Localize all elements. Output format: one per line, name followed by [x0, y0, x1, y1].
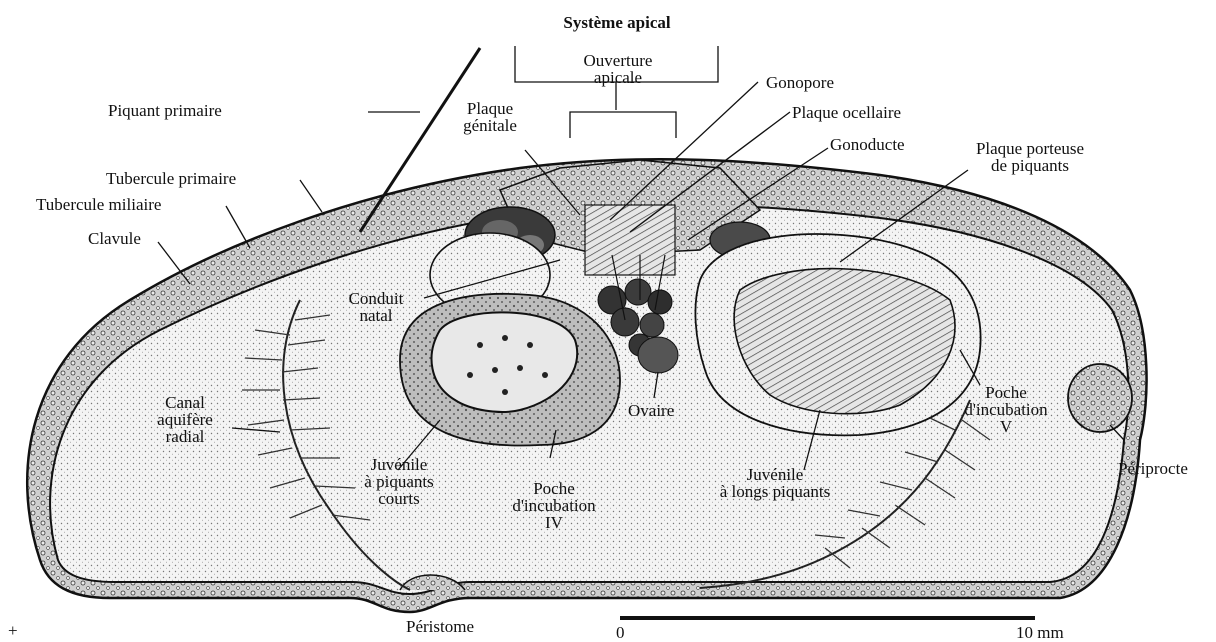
- label-tubercule-miliaire: Tubercule miliaire: [36, 196, 161, 213]
- label-line: IV: [494, 514, 614, 531]
- label-plaque-porteuse: Plaque porteuse de piquants: [950, 140, 1110, 174]
- label-line: Conduit: [328, 290, 424, 307]
- label-conduit-natal: Conduit natal: [328, 290, 424, 324]
- label-line: natal: [328, 307, 424, 324]
- label-line: Canal: [140, 394, 230, 411]
- apical-opening-area: [585, 205, 675, 275]
- label-juvenile-courts: Juvénile à piquants courts: [344, 456, 454, 507]
- label-line: à piquants: [344, 473, 454, 490]
- periproct: [1068, 364, 1132, 432]
- label-systeme-apical: Système apical: [536, 14, 698, 31]
- label-tubercule-primaire: Tubercule primaire: [106, 170, 236, 187]
- label-line: d'incubation: [494, 497, 614, 514]
- label-line: Juvénile: [344, 456, 454, 473]
- label-peristome: Péristome: [406, 618, 474, 635]
- label-plaque-ocellaire: Plaque ocellaire: [792, 104, 901, 121]
- label-line: V: [946, 418, 1066, 435]
- label-line: radial: [140, 428, 230, 445]
- label-line: apicale: [568, 69, 668, 86]
- label-line: d'incubation: [946, 401, 1066, 418]
- label-gonopore: Gonopore: [766, 74, 834, 91]
- label-plaque-genitale: Plaque génitale: [448, 100, 532, 134]
- label-canal-aquifere: Canal aquifère radial: [140, 394, 230, 445]
- label-periprocte: Périprocte: [1118, 460, 1188, 477]
- label-line: Juvénile: [700, 466, 850, 483]
- label-ouverture-apicale: Ouverture apicale: [568, 52, 668, 86]
- label-line: à longs piquants: [700, 483, 850, 500]
- scale-label-ten-mm: 10 mm: [1016, 624, 1064, 641]
- label-gonoducte: Gonoducte: [830, 136, 905, 153]
- label-juvenile-longs: Juvénile à longs piquants: [700, 466, 850, 500]
- corner-mark: +: [8, 622, 18, 639]
- label-ovaire: Ovaire: [628, 402, 674, 419]
- label-line: génitale: [448, 117, 532, 134]
- label-line: Poche: [946, 384, 1066, 401]
- label-poche-v: Poche d'incubation V: [946, 384, 1066, 435]
- label-line: Plaque: [448, 100, 532, 117]
- label-line: courts: [344, 490, 454, 507]
- label-piquant-primaire: Piquant primaire: [108, 102, 222, 119]
- label-line: de piquants: [950, 157, 1110, 174]
- label-poche-iv: Poche d'incubation IV: [494, 480, 614, 531]
- label-line: Ouverture: [568, 52, 668, 69]
- label-line: Poche: [494, 480, 614, 497]
- label-line: aquifère: [140, 411, 230, 428]
- scale-label-zero: 0: [616, 624, 625, 641]
- label-clavule: Clavule: [88, 230, 141, 247]
- label-line: Plaque porteuse: [950, 140, 1110, 157]
